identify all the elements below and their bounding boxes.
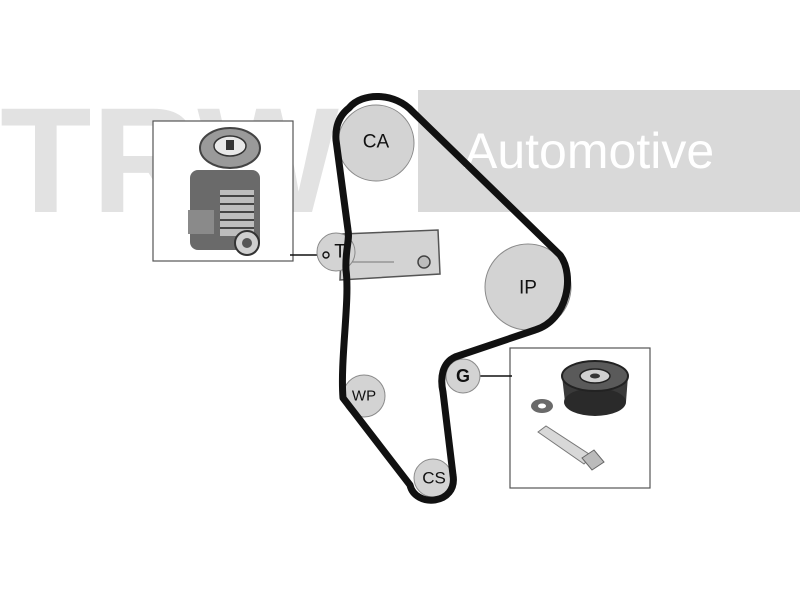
pulley-ip: IP (484, 243, 572, 331)
pulley-ca-label: CA (363, 132, 390, 153)
bracket-bolt-icon (417, 255, 431, 269)
pulley-cs-label: CS (422, 469, 446, 488)
watermark-band (418, 90, 800, 212)
tensioner-illustration (188, 127, 261, 256)
watermark-tagline: Automotive (464, 123, 714, 179)
tensioner-inset (152, 120, 330, 262)
pulley-cs: CS (413, 458, 453, 498)
pulley-ip-label: IP (519, 278, 537, 299)
tensioner-bracket (339, 229, 441, 281)
idler-inset (480, 347, 651, 489)
timing-belt (332, 93, 571, 504)
pulley-g-label: G (456, 366, 470, 386)
pulley-ca: CA (337, 104, 415, 182)
tensioner-pivot-icon (322, 251, 330, 259)
pulley-wp-label: WP (352, 388, 376, 405)
pulley-g: G (445, 358, 481, 394)
idler-illustration (531, 360, 629, 471)
